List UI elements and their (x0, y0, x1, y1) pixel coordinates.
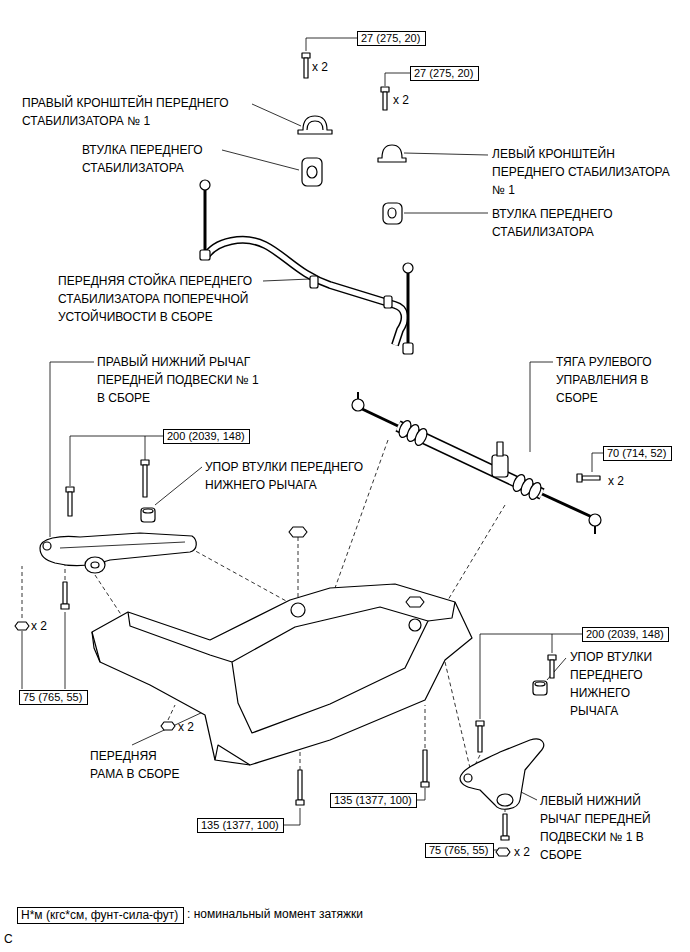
torque-value: 70 (714, 52) (607, 447, 668, 460)
torque-box: 135 (1377, 100) (330, 793, 417, 808)
quantity-label: x 2 (178, 720, 194, 734)
unit-text: Н*м (кгс*см, фунт-сила-фут) (21, 908, 180, 923)
torque-box: 75 (765, 55) (425, 843, 494, 858)
torque-box: 75 (765, 55) (19, 690, 88, 705)
quantity-label: x 2 (312, 60, 328, 74)
part-label: ТЯГА РУЛЕВОГО УПРАВЛЕНИЯ В СБОРЕ (556, 353, 668, 407)
part-label: ПЕРЕДНЯЯ РАМА В СБОРЕ (90, 747, 190, 783)
part-label: ЛЕВЫЙ КРОНШТЕЙН ПЕРЕДНЕГО СТАБИЛИЗАТОРА … (492, 145, 672, 199)
part-label: ПРАВЫЙ КРОНШТЕЙН ПЕРЕДНЕГО СТАБИЛИЗАТОРА… (22, 94, 267, 130)
part-label: ПЕРЕДНЯЯ СТОЙКА ПЕРЕДНЕГО СТАБИЛИЗАТОРА … (58, 272, 268, 326)
torque-box: 200 (2039, 148) (163, 429, 250, 444)
quantity-label: x 2 (514, 845, 530, 859)
part-label: УПОР ВТУЛКИ ПЕРЕДНЕГО НИЖНЕГО РЫЧАГА (205, 458, 420, 494)
part-label: УПОР ВТУЛКИ ПЕРЕДНЕГО НИЖНЕГО РЫЧАГА (570, 648, 670, 720)
quantity-label: x 2 (393, 93, 409, 107)
torque-box: 27 (275, 20) (357, 31, 426, 46)
torque-value: 27 (275, 20) (414, 67, 475, 80)
torque-box: 70 (714, 52) (603, 446, 672, 461)
part-label: ЛЕВЫЙ НИЖНИЙ РЫЧАГ ПЕРЕДНЕЙ ПОДВЕСКИ № 1… (540, 792, 680, 864)
torque-value: 27 (275, 20) (361, 32, 422, 45)
part-label: ПРАВЫЙ НИЖНИЙ РЫЧАГ ПЕРЕДНЕЙ ПОДВЕСКИ № … (97, 353, 269, 407)
figure-code: C (4, 932, 13, 946)
torque-value: 200 (2039, 148) (586, 628, 665, 641)
torque-value: 135 (1377, 100) (201, 819, 280, 832)
quantity-label: x 2 (31, 619, 47, 633)
part-label: ВТУЛКА ПЕРЕДНЕГО СТАБИЛИЗАТОРА (492, 205, 677, 241)
quantity-label: x 2 (608, 474, 624, 488)
part-label: ВТУЛКА ПЕРЕДНЕГО СТАБИЛИЗАТОРА (82, 141, 242, 177)
torque-value: 200 (2039, 148) (167, 430, 246, 443)
torque-box: 135 (1377, 100) (197, 818, 284, 833)
torque-value: 75 (765, 55) (23, 691, 84, 704)
torque-value: 135 (1377, 100) (334, 794, 413, 807)
unit-legend-box: Н*м (кгс*см, фунт-сила-фут) (17, 907, 184, 924)
torque-box: 200 (2039, 148) (582, 627, 669, 642)
note-text: : номинальный момент затяжки (187, 906, 363, 923)
torque-box: 27 (275, 20) (410, 66, 479, 81)
torque-value: 75 (765, 55) (429, 844, 490, 857)
